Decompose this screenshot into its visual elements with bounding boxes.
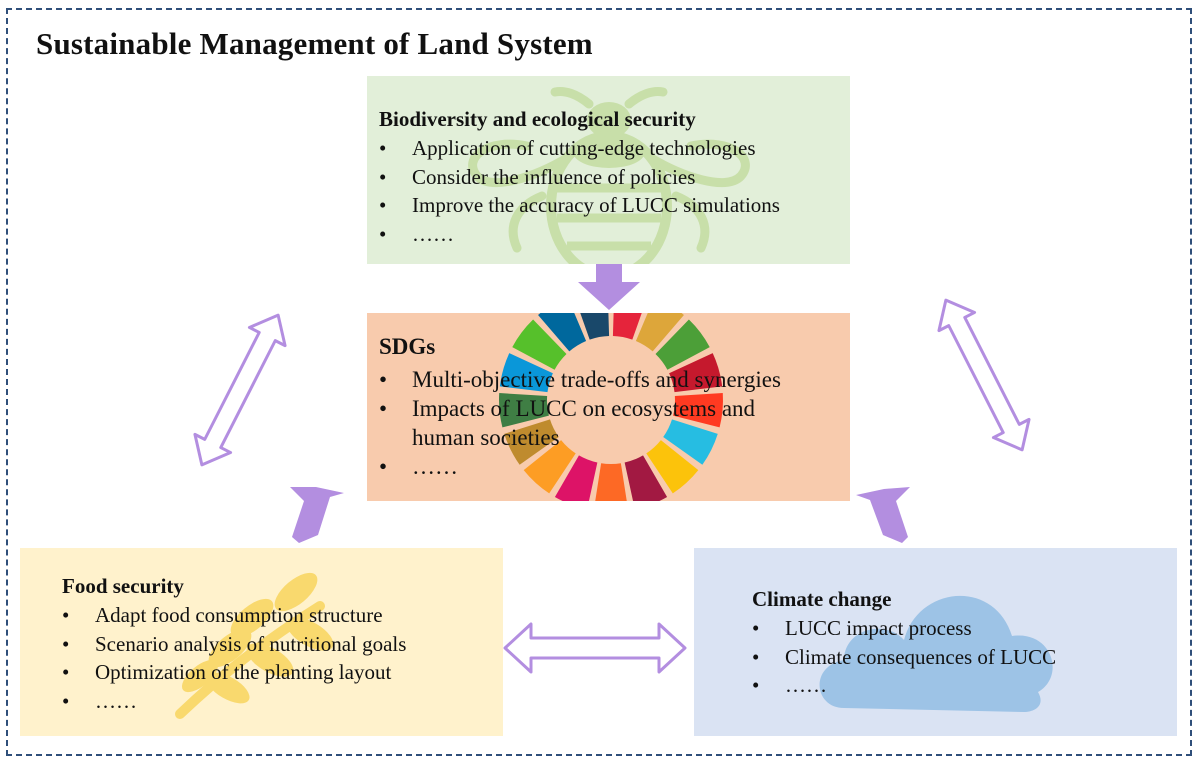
sdg-wheel	[499, 313, 723, 501]
bullet: •	[379, 136, 387, 160]
wheat-icon	[175, 572, 334, 719]
list-item-text: ……	[412, 221, 454, 246]
list-item-text: Climate consequences of LUCC	[785, 644, 1057, 669]
sdg-wheel-segment	[499, 393, 549, 428]
list-item-text: Adapt food consumption structure	[95, 603, 383, 627]
sdg-wheel-segment	[673, 393, 723, 428]
list-item-text: Impacts of LUCC on ecosystems and	[412, 396, 756, 421]
sdg-wheel-segment	[580, 313, 610, 340]
sdgs-content: SDGs • Multi-objective trade-offs and syn…	[379, 331, 781, 481]
diagram-title: Sustainable Management of Land System	[36, 26, 593, 61]
list-item: • LUCC impact process	[752, 614, 1056, 643]
sdg-wheel-segment	[512, 319, 567, 370]
list-item-text: human societies	[412, 425, 560, 450]
bullet: •	[62, 603, 70, 627]
list-item-text: LUCC impact process	[785, 616, 972, 640]
sdg-wheel-segment	[646, 440, 699, 494]
list-item-continuation: human societies	[379, 423, 781, 452]
sdg-wheel-segment	[499, 353, 553, 393]
bullet: •	[379, 164, 387, 189]
sdgs-heading: SDGs	[379, 334, 436, 359]
sdg-wheel-segment	[612, 313, 642, 340]
list-item-text: ……	[785, 673, 827, 697]
bullet: •	[379, 367, 388, 392]
list-item: • Scenario analysis of nutritional goals	[62, 630, 406, 659]
list-item: • Climate consequences of LUCC	[752, 643, 1056, 672]
dashed-frame	[6, 8, 1192, 756]
bullet: •	[379, 396, 388, 421]
food-security-content: Food security • Adapt food consumption st…	[62, 573, 406, 715]
sdg-wheel-segment	[554, 455, 598, 501]
list-item: • Improve the accuracy of LUCC simulation…	[379, 191, 780, 220]
sdg-wheel-segment	[669, 353, 723, 393]
list-item: • ……	[752, 671, 1056, 700]
sdg-wheel-segment	[595, 463, 627, 501]
list-item: • Application of cutting-edge technologie…	[379, 134, 780, 163]
bullet: •	[379, 454, 388, 479]
bullet: •	[62, 688, 70, 713]
list-item: • Impacts of LUCC on ecosystems and	[379, 394, 781, 423]
bee-icon	[468, 87, 750, 264]
bullet: •	[62, 660, 70, 684]
list-item-text: ……	[95, 688, 137, 713]
climate-change-content: Climate change • LUCC impact process • Cli…	[752, 586, 1056, 700]
sdg-wheel-segment	[624, 455, 668, 501]
bullet: •	[379, 193, 387, 217]
bullet: •	[62, 631, 70, 656]
bullet: •	[752, 673, 760, 697]
sdg-wheel-segment	[538, 313, 587, 352]
food-security-heading: Food security	[62, 574, 184, 598]
sdg-wheel-segment	[523, 440, 576, 494]
list-item: • ……	[379, 452, 781, 481]
sdg-wheel-segment	[635, 313, 684, 352]
bullet: •	[379, 221, 387, 246]
sdg-wheel-segment	[663, 419, 718, 465]
bullet: •	[752, 644, 760, 669]
sdg-wheel-segment	[655, 319, 710, 370]
bullet: •	[752, 616, 760, 640]
list-item-text: Multi-objective trade-offs and synergies	[412, 367, 781, 392]
biodiversity-heading: Biodiversity and ecological security	[379, 107, 696, 131]
list-item: • Multi-objective trade-offs and synergie…	[379, 365, 781, 394]
list-item-text: Improve the accuracy of LUCC simulations	[412, 193, 780, 217]
sdg-wheel-segment	[504, 419, 559, 465]
list-item: • Consider the influence of policies	[379, 163, 780, 192]
list-item-text: ……	[412, 454, 458, 479]
sdgs-box: SDGs • Multi-objective trade-offs and syn…	[367, 313, 850, 501]
list-item: • ……	[379, 220, 780, 249]
list-item-text: Scenario analysis of nutritional goals	[95, 631, 407, 656]
food-security-box: Food security • Adapt food consumption st…	[20, 548, 503, 736]
list-item-text: Consider the influence of policies	[412, 164, 696, 189]
climate-change-box: Climate change • LUCC impact process • Cli…	[694, 548, 1177, 736]
sdg-wheel-icon	[499, 313, 723, 501]
list-item: • ……	[62, 687, 406, 716]
biodiversity-content: Biodiversity and ecological security • Ap…	[379, 106, 780, 248]
food-security-list: • Adapt food consumption structure • Scena…	[62, 601, 406, 715]
list-item-text: Optimization of the planting layout	[95, 660, 392, 684]
sdgs-list: • Multi-objective trade-offs and synergie…	[379, 365, 781, 481]
cloud-icon	[819, 595, 1053, 712]
climate-change-list: • LUCC impact process • Climate consequenc…	[752, 614, 1056, 700]
list-item-text: Application of cutting-edge technologies	[412, 136, 756, 160]
climate-change-heading: Climate change	[752, 587, 892, 611]
list-item: • Optimization of the planting layout	[62, 658, 406, 687]
biodiversity-list: • Application of cutting-edge technologie…	[379, 134, 780, 248]
biodiversity-box: Biodiversity and ecological security • Ap…	[367, 76, 850, 264]
list-item: • Adapt food consumption structure	[62, 601, 406, 630]
